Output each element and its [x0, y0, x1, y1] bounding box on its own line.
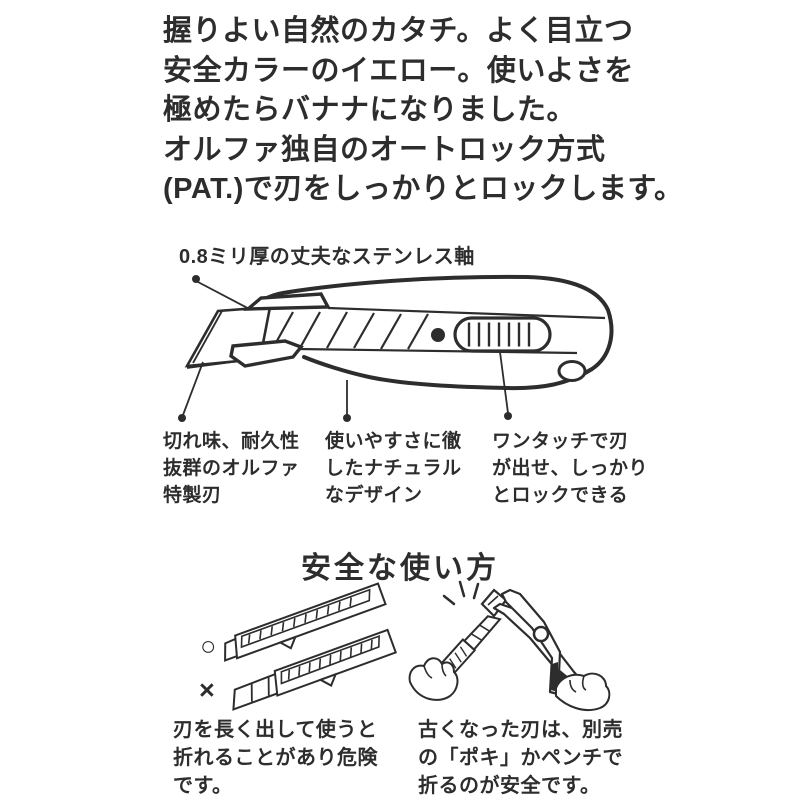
intro-line: (PAT.)で刃をしっかりとロックします。	[163, 173, 684, 205]
caption-line: です。	[173, 775, 233, 797]
intro-line: オルファ独自のオートロック方式	[163, 133, 606, 166]
callout-line: とロックできる	[492, 485, 629, 506]
caption-line: 刃を長く出して使うと	[173, 719, 378, 741]
left-hand	[408, 657, 459, 701]
caption-line: 折るのが安全です。	[418, 775, 601, 797]
caption-long-blade-danger: 刃を長く出して使うと 折れることがあり危険 です。	[173, 716, 378, 800]
callout-line: 切れ味、耐久性	[163, 431, 300, 452]
callout-design: 使いやすさに徹 したナチュラル なデザイン	[325, 428, 462, 509]
utility-knife-diagram	[178, 274, 614, 422]
stainless-channel	[272, 306, 606, 355]
right-hand	[555, 672, 611, 712]
bad-mark: ×	[199, 675, 215, 705]
lanyard-hole	[557, 360, 587, 382]
intro-line: 安全カラーのイエロー。使いよさを	[163, 54, 634, 87]
callout-line: なデザイン	[325, 485, 423, 506]
lock-pin-dot	[431, 328, 445, 342]
intro-line: 極めたらバナナになりました。	[163, 94, 577, 126]
snap-effect-lines	[442, 580, 480, 606]
front-nose	[229, 339, 304, 368]
blade-slider	[453, 316, 552, 353]
caption-snap-safely: 古くなった刃は、別売 の「ポキ」かペンチで 折るのが安全です。	[418, 716, 623, 800]
caption-line: 古くなった刃は、別売	[418, 719, 623, 741]
intro-text: 握りよい自然のカタチ。よく目立つ 安全カラーのイエロー。使いよさを 極めたらバナ…	[163, 12, 683, 210]
callout-blade: 切れ味、耐久性 抜群のオルファ 特製刃	[163, 428, 300, 509]
callout-line: が出せ、しっかり	[492, 458, 649, 479]
wrong-usage-knife-icon	[232, 628, 398, 711]
leader-lines	[178, 351, 512, 422]
pliers-snapping-blade-icon	[408, 580, 611, 712]
callout-line: 使いやすさに徹	[325, 431, 462, 452]
callout-dot	[192, 275, 200, 283]
front-clamp	[243, 292, 331, 311]
shaft-label: 0.8ミリ厚の丈夫なステンレス軸	[179, 246, 475, 268]
caption-line: の「ポキ」かペンチで	[418, 747, 623, 769]
safety-heading: 安全な使い方	[301, 552, 499, 585]
intro-line: 握りよい自然のカタチ。よく目立つ	[163, 15, 634, 47]
blade-extension-illustration	[224, 582, 398, 711]
callout-line: ワンタッチで刃	[492, 431, 629, 452]
good-mark: ○	[200, 631, 217, 661]
handle-body-outline	[253, 274, 614, 391]
callout-line: したナチュラル	[325, 458, 462, 479]
callout-lock: ワンタッチで刃 が出せ、しっかり とロックできる	[492, 428, 648, 509]
correct-usage-knife-icon	[224, 582, 387, 662]
callout-line: 特製刃	[163, 485, 222, 506]
caption-line: 折れることがあり危険	[173, 747, 378, 769]
callout-line: 抜群のオルファ	[163, 458, 300, 479]
